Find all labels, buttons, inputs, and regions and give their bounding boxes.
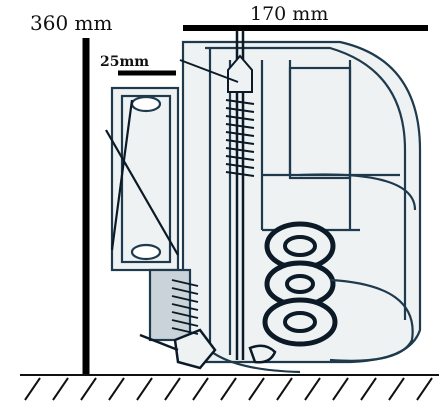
- spring-actuator: [179, 30, 255, 360]
- width-dimension-label: 170 mm: [250, 3, 328, 25]
- gear-wheels: [262, 221, 338, 347]
- side-panel: [105, 86, 192, 342]
- gripper-foot: [139, 328, 277, 370]
- spring-stack: [171, 279, 199, 335]
- height-dimension-label: 360 mm: [30, 11, 112, 35]
- ground-hatch: [20, 374, 439, 401]
- detail-scale-label: 25mm: [100, 54, 149, 70]
